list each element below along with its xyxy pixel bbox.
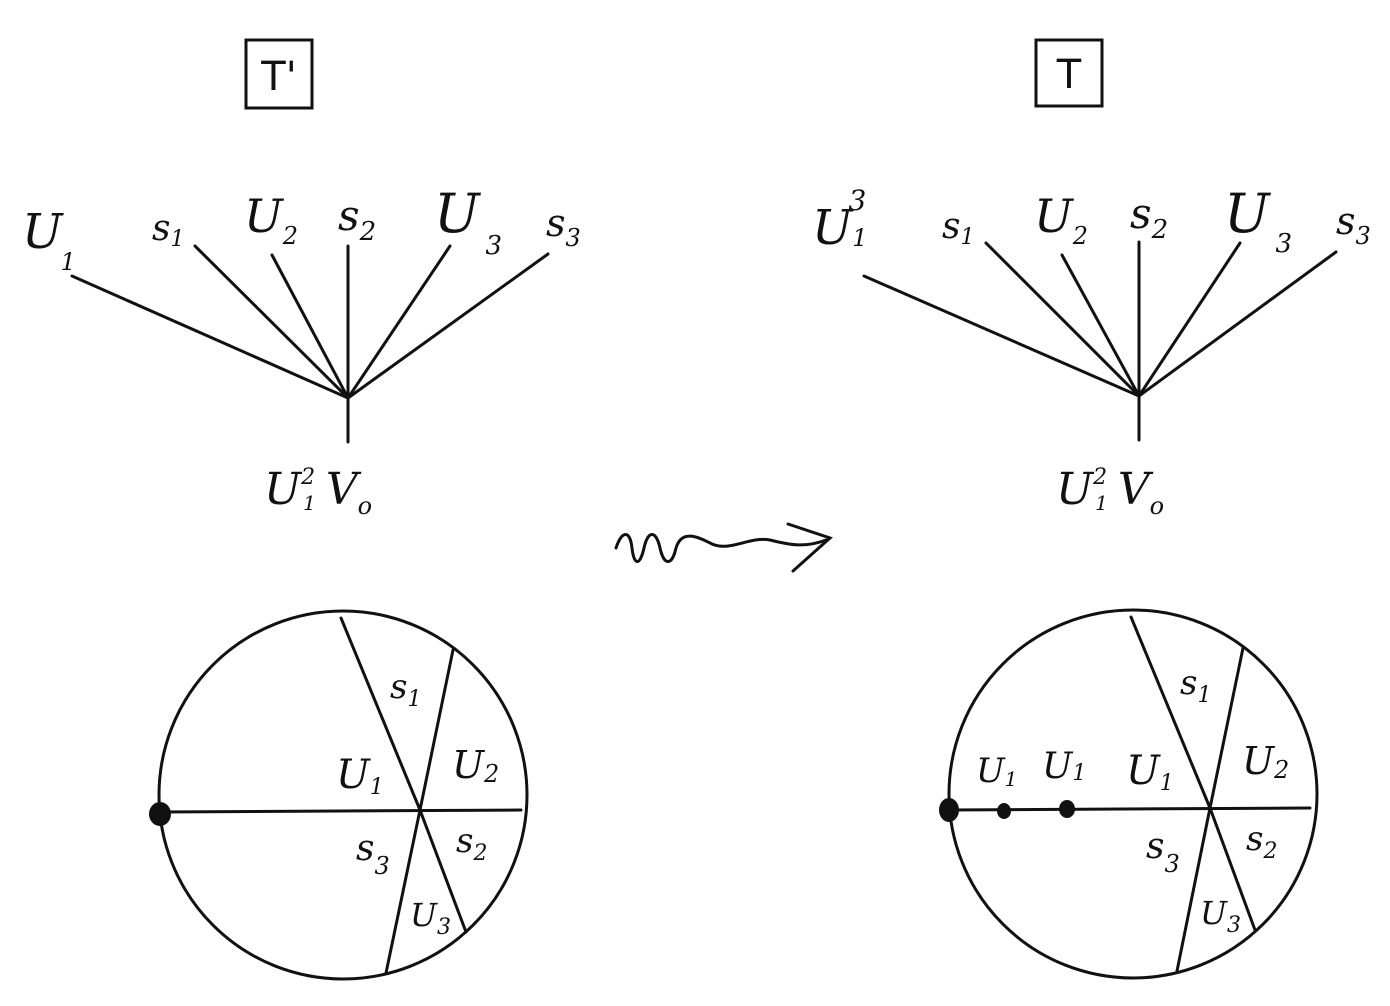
marked-point-label: U1 xyxy=(1042,746,1086,787)
right-tree-edges xyxy=(862,240,1338,442)
disk-region-u3: U3 xyxy=(1200,894,1241,938)
disk-chord-b xyxy=(1208,646,1245,810)
edge-u2 xyxy=(270,253,350,400)
disk-chord-a xyxy=(339,616,422,812)
disk-chord-b xyxy=(418,648,455,812)
disk-region-u1: U1 xyxy=(336,752,384,800)
left-title-box: T' xyxy=(244,38,314,110)
left-tree-edges xyxy=(70,244,550,444)
disk-chord-c xyxy=(418,808,468,934)
disk-region-u2: U2 xyxy=(1242,739,1289,784)
transform-arrow-icon xyxy=(614,522,833,573)
disk-chord-d xyxy=(384,808,422,975)
leaf-s3-label: s3 xyxy=(546,201,581,252)
marked-point-dot xyxy=(997,803,1011,819)
disk-chord-d xyxy=(1175,806,1212,973)
edge-u1 xyxy=(70,274,350,400)
leaf-s2-label: s2 xyxy=(338,191,376,247)
leaf-u3-label: U3 xyxy=(434,182,502,261)
disk-region-u3: U3 xyxy=(410,896,451,940)
leaf-s1-label: s1 xyxy=(152,208,184,252)
leaf-s3-label: s3 xyxy=(1336,199,1371,250)
marked-point-dot xyxy=(1059,800,1075,818)
edge-u1 xyxy=(862,274,1141,398)
disk-region-u1: U1 xyxy=(1126,748,1174,796)
disk-chord-c xyxy=(1208,806,1257,932)
leaf-u2-label: U2 xyxy=(1034,189,1088,250)
edge-u2 xyxy=(1060,253,1141,398)
disk-region-s1: s1 xyxy=(390,667,421,712)
leaf-u2-label: U2 xyxy=(244,189,298,250)
disk-region-u2: U2 xyxy=(452,743,499,788)
disk-chord-a xyxy=(1129,615,1212,810)
marked-point-label: U1 xyxy=(976,751,1017,791)
disk-region-s3: s3 xyxy=(356,828,390,880)
disk-region-s2: s2 xyxy=(1246,819,1277,864)
leaf-s2-label: s2 xyxy=(1130,189,1168,245)
right-title-box: T xyxy=(1034,38,1104,108)
marked-point-dot xyxy=(939,798,959,822)
left-title: T' xyxy=(260,54,296,100)
edge-s3 xyxy=(346,252,550,400)
right-disk: U1 U1 s1 U2 U1 s2 s3 U3 xyxy=(939,608,1319,980)
edge-s1 xyxy=(193,244,350,400)
disk-horizontal-chord xyxy=(158,808,523,814)
edge-u3 xyxy=(1137,241,1242,398)
edge-u3 xyxy=(346,244,452,400)
left-disk: s1 U2 U1 s2 s3 U3 xyxy=(149,609,529,981)
right-title: T xyxy=(1056,52,1082,98)
marked-point-dot xyxy=(149,802,171,826)
edge-s3 xyxy=(1137,250,1338,398)
edge-s1 xyxy=(984,241,1141,398)
disk-region-s2: s2 xyxy=(456,821,487,866)
disk-region-s3: s3 xyxy=(1146,826,1180,878)
disk-region-s1: s1 xyxy=(1180,663,1211,708)
leaf-s1-label: s1 xyxy=(942,206,974,250)
